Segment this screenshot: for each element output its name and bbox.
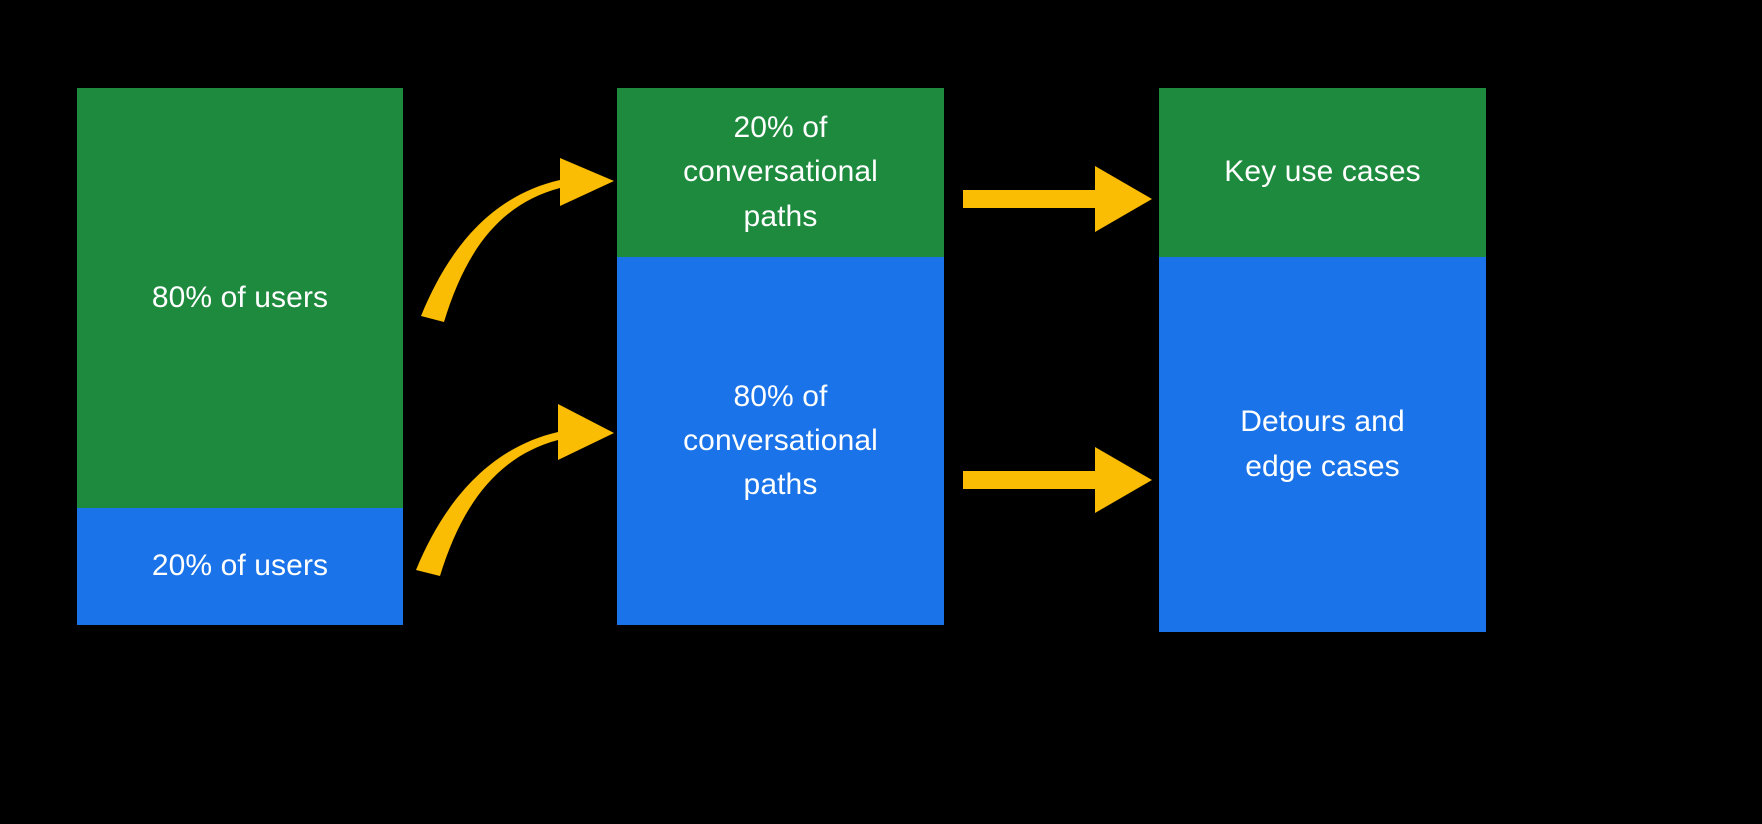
curved-arrow-top-icon	[421, 158, 614, 322]
column-conversational-paths: 20% of conversational paths 80% of conve…	[617, 88, 944, 625]
column-outcomes: Key use cases Detours and edge cases	[1159, 88, 1486, 632]
segment-users-minority: 20% of users	[77, 508, 403, 625]
segment-paths-majority: 80% of conversational paths	[617, 257, 944, 625]
segment-detours-edge-cases: Detours and edge cases	[1159, 257, 1486, 632]
column-users: 80% of users 20% of users	[77, 88, 403, 625]
segment-users-majority-label: 80% of users	[151, 280, 329, 314]
segment-paths-minority-label: 20% of conversational paths	[683, 111, 878, 233]
segment-key-use-cases-label: Key use cases	[1224, 155, 1421, 189]
segment-detours-edge-cases-label: Detours and edge cases	[1240, 405, 1405, 483]
segment-users-majority: 80% of users	[77, 88, 403, 508]
segment-key-use-cases: Key use cases	[1159, 88, 1486, 257]
segment-paths-majority-label: 80% of conversational paths	[683, 379, 878, 502]
segment-users-minority-label: 20% of users	[151, 549, 329, 583]
segment-paths-minority: 20% of conversational paths	[617, 88, 944, 257]
straight-arrow-top-icon	[963, 166, 1152, 232]
straight-arrow-bottom-icon	[963, 447, 1152, 513]
curved-arrow-bottom-icon	[416, 404, 614, 576]
